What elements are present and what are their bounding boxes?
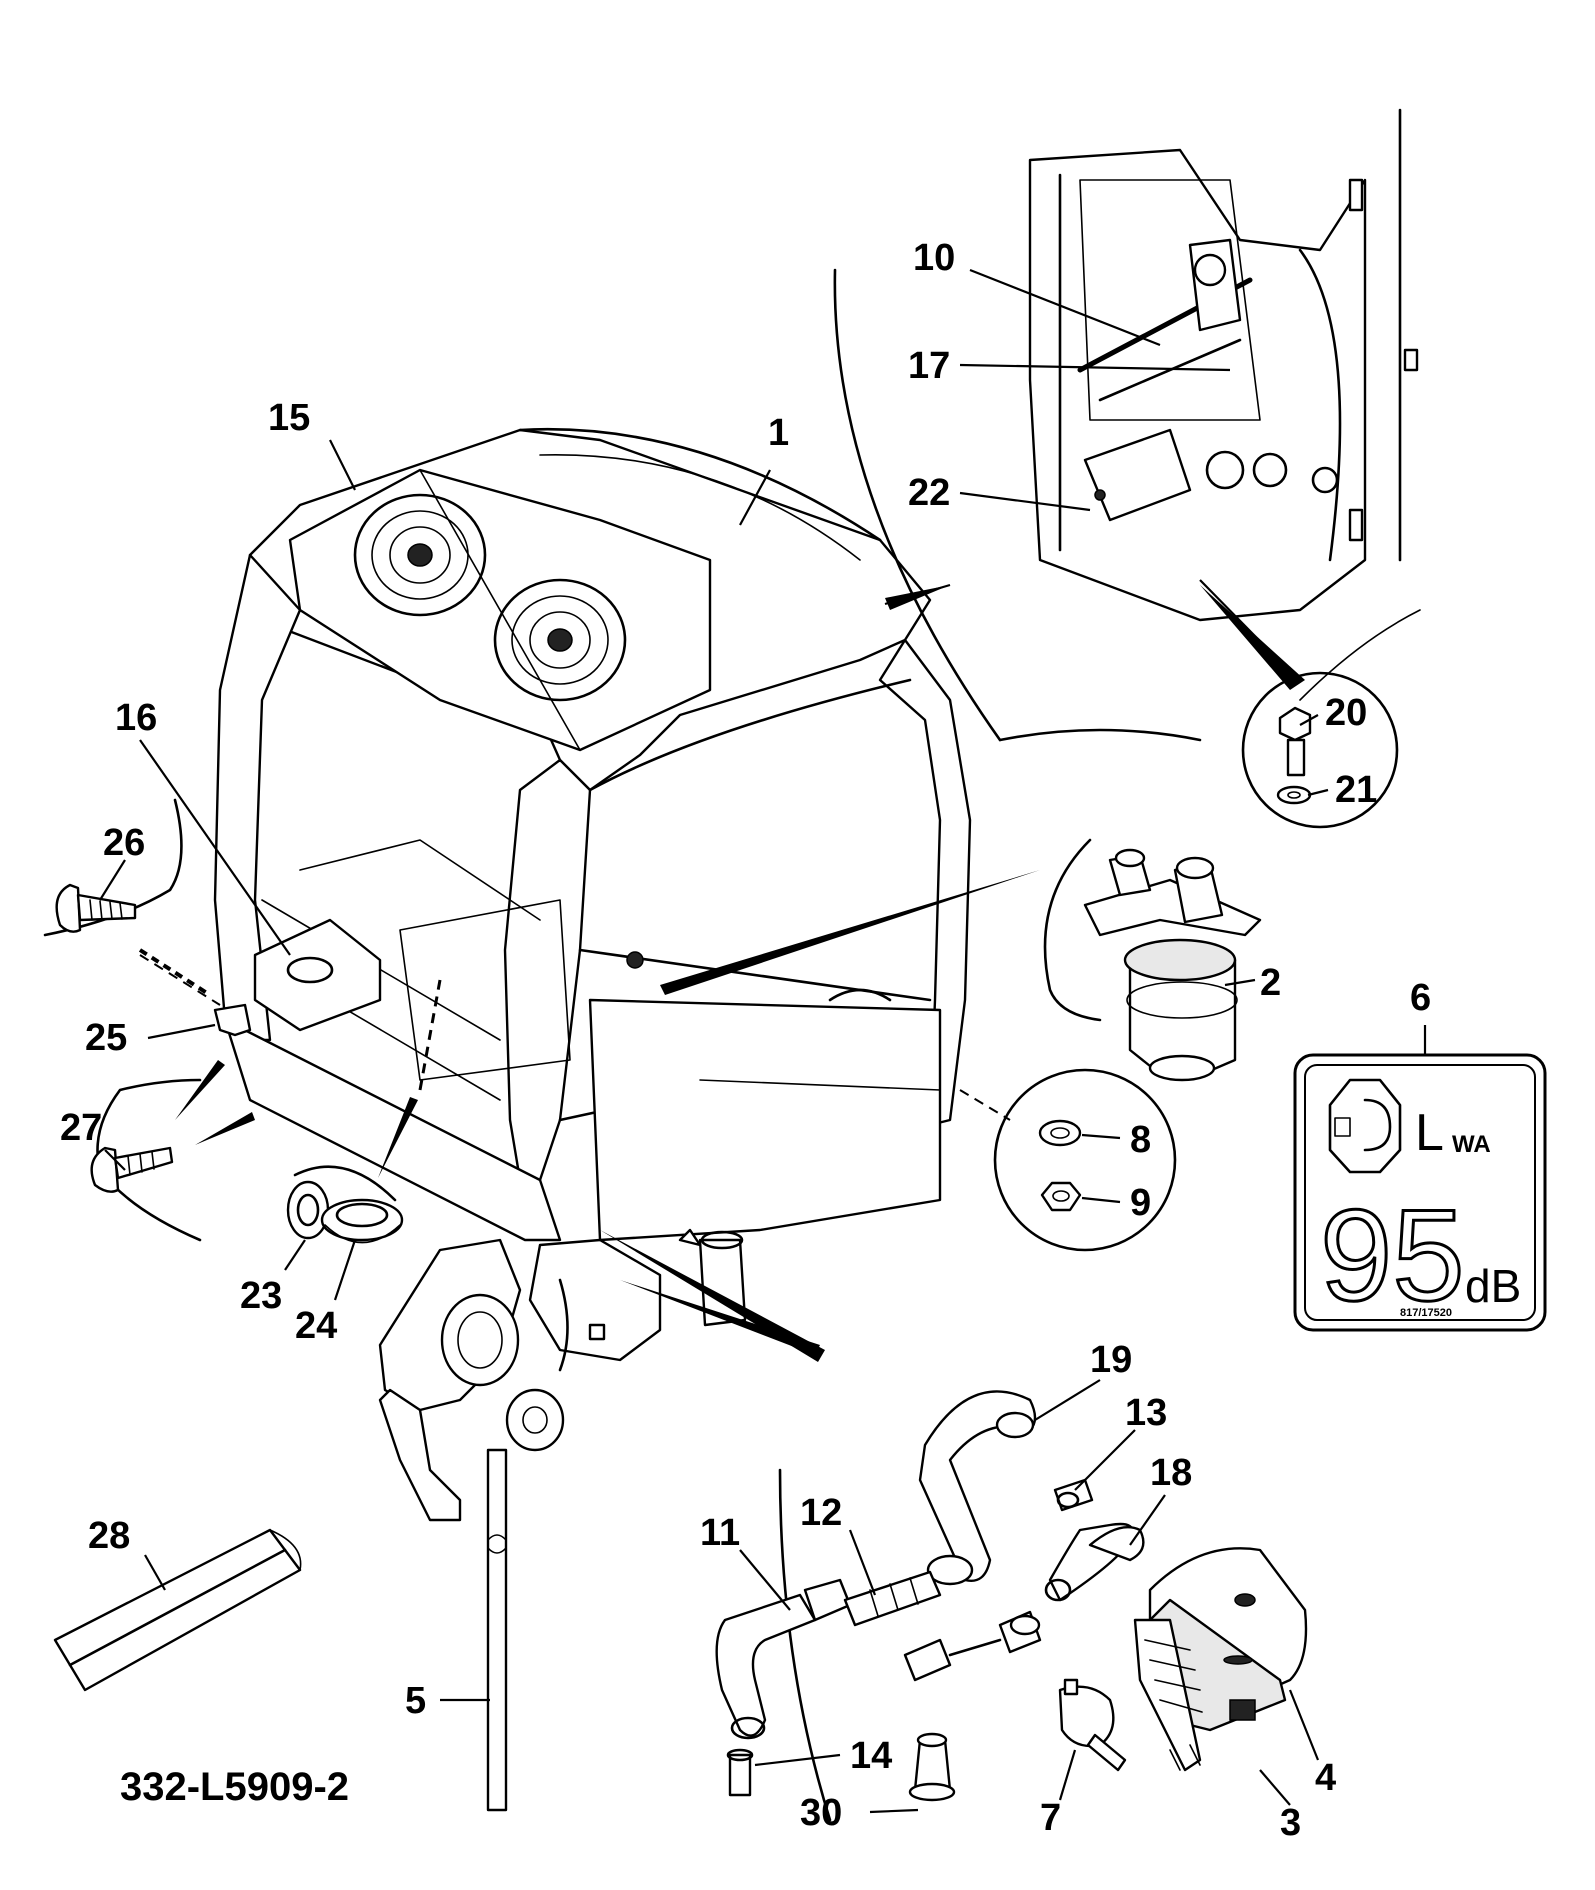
callout-2: 2 [1260,962,1281,1004]
callout-8: 8 [1130,1119,1151,1161]
callout-13: 13 [1125,1392,1167,1434]
detail-arc-bolt-26 [43,798,221,1006]
callout-14: 14 [850,1735,892,1777]
noise-level-value: 95 [1320,1182,1465,1328]
callout-7: 7 [1040,1797,1061,1839]
callout-20: 20 [1325,692,1367,734]
drawing-reference-code: 332-L5909-2 [120,1765,349,1809]
pipe-5 [486,1448,508,1812]
detail-arc-mount [660,838,1262,1082]
callout-24: 24 [295,1305,337,1347]
detail-circle-bolt-washer [1199,579,1399,829]
heater-valve-assembly [378,1228,747,1522]
callout-18: 18 [1150,1452,1192,1494]
noise-symbol-letter: L [1415,1104,1444,1162]
roof-fan-right [493,578,627,702]
detail-circle-washer-nut [959,1068,1177,1252]
callout-9: 9 [1130,1182,1151,1224]
callout-4: 4 [1315,1757,1336,1799]
operator-cab [213,428,972,1242]
heater-unit [1133,1547,1308,1772]
callout-30: 30 [800,1792,842,1834]
callout-19: 19 [1090,1339,1132,1381]
noise-symbol-subscript: WA [1452,1131,1491,1158]
callout-15: 15 [268,397,310,439]
callout-17: 17 [908,345,950,387]
trim-strip-28 [53,1528,302,1692]
callout-12: 12 [800,1492,842,1534]
inset-door-detail [833,108,1421,742]
callout-22: 22 [908,472,950,514]
callout-21: 21 [1335,769,1377,811]
leader-lines [99,268,1427,1814]
noise-level-unit: dB [1465,1260,1521,1312]
callout-25: 25 [85,1017,127,1059]
callout-6: 6 [1410,977,1431,1019]
ear-hexagon-icon [1328,1078,1402,1174]
roof-fan-left [353,493,487,617]
grommet-24 [320,1198,404,1244]
noise-level-decal: L WA 95 dB 817/17520 [1293,1053,1547,1332]
callout-28: 28 [88,1515,130,1557]
callout-26: 26 [103,822,145,864]
callout-3: 3 [1280,1802,1301,1844]
callout-23: 23 [240,1275,282,1317]
callout-labels: 1 2 3 4 5 6 7 8 9 10 11 12 13 14 15 16 1… [60,237,1431,1844]
callout-5: 5 [405,1680,426,1722]
callout-11: 11 [700,1512,740,1554]
noise-label-part-code: 817/17520 [1400,1307,1452,1319]
callout-10: 10 [913,237,955,279]
callout-1: 1 [768,412,789,454]
grommet-23 [286,1180,330,1240]
hose-assembly [600,1230,1145,1822]
detail-arc-bolt-27 [90,1060,255,1242]
callout-27: 27 [60,1107,102,1149]
callout-16: 16 [115,697,157,739]
